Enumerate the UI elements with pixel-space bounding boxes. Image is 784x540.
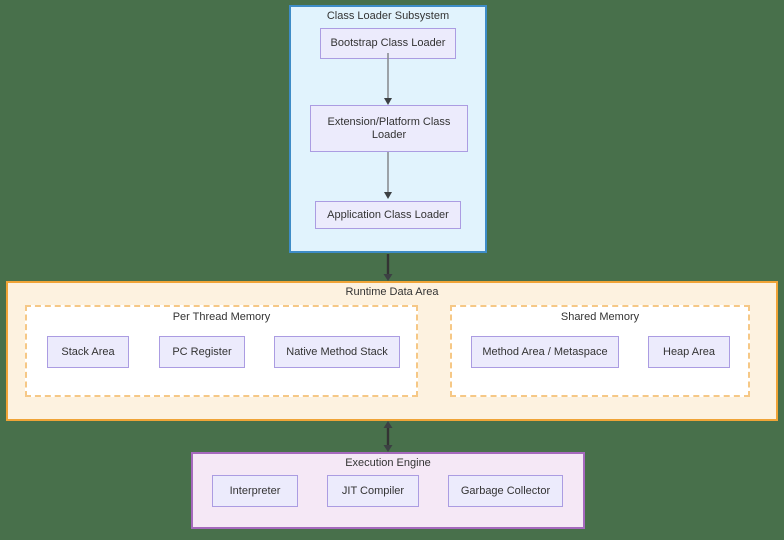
arrowhead-execution-to-runtime <box>383 421 393 428</box>
node-pc-register: PC Register <box>159 336 245 368</box>
per-thread-memory-group: Per Thread Memory Stack Area PC Register… <box>25 305 418 397</box>
shared-memory-group: Shared Memory Method Area / Metaspace He… <box>450 305 750 397</box>
node-application-class-loader: Application Class Loader <box>315 201 461 229</box>
node-native-method-stack: Native Method Stack <box>274 336 400 368</box>
node-garbage-collector: Garbage Collector <box>448 475 563 507</box>
execution-engine-title: Execution Engine <box>345 457 431 469</box>
node-jit-compiler: JIT Compiler <box>327 475 419 507</box>
node-method-area-metaspace: Method Area / Metaspace <box>471 336 619 368</box>
arrowhead-classloader-to-runtime <box>383 274 393 281</box>
node-heap-area: Heap Area <box>648 336 730 368</box>
runtime-data-area-title: Runtime Data Area <box>345 286 439 298</box>
arrowhead-runtime-to-execution <box>383 445 393 452</box>
shared-memory-title: Shared Memory <box>560 311 640 323</box>
node-interpreter: Interpreter <box>212 475 298 507</box>
class-loader-subsystem-title: Class Loader Subsystem <box>326 10 450 22</box>
runtime-data-area-container: Runtime Data Area Per Thread Memory Stac… <box>6 281 778 421</box>
node-stack-area: Stack Area <box>47 336 129 368</box>
node-bootstrap-class-loader: Bootstrap Class Loader <box>320 28 456 59</box>
class-loader-subsystem-container: Class Loader Subsystem Bootstrap Class L… <box>289 5 487 253</box>
per-thread-memory-title: Per Thread Memory <box>172 311 271 323</box>
execution-engine-container: Execution Engine Interpreter JIT Compile… <box>191 452 585 529</box>
node-extension-platform-class-loader: Extension/Platform Class Loader <box>310 105 468 152</box>
